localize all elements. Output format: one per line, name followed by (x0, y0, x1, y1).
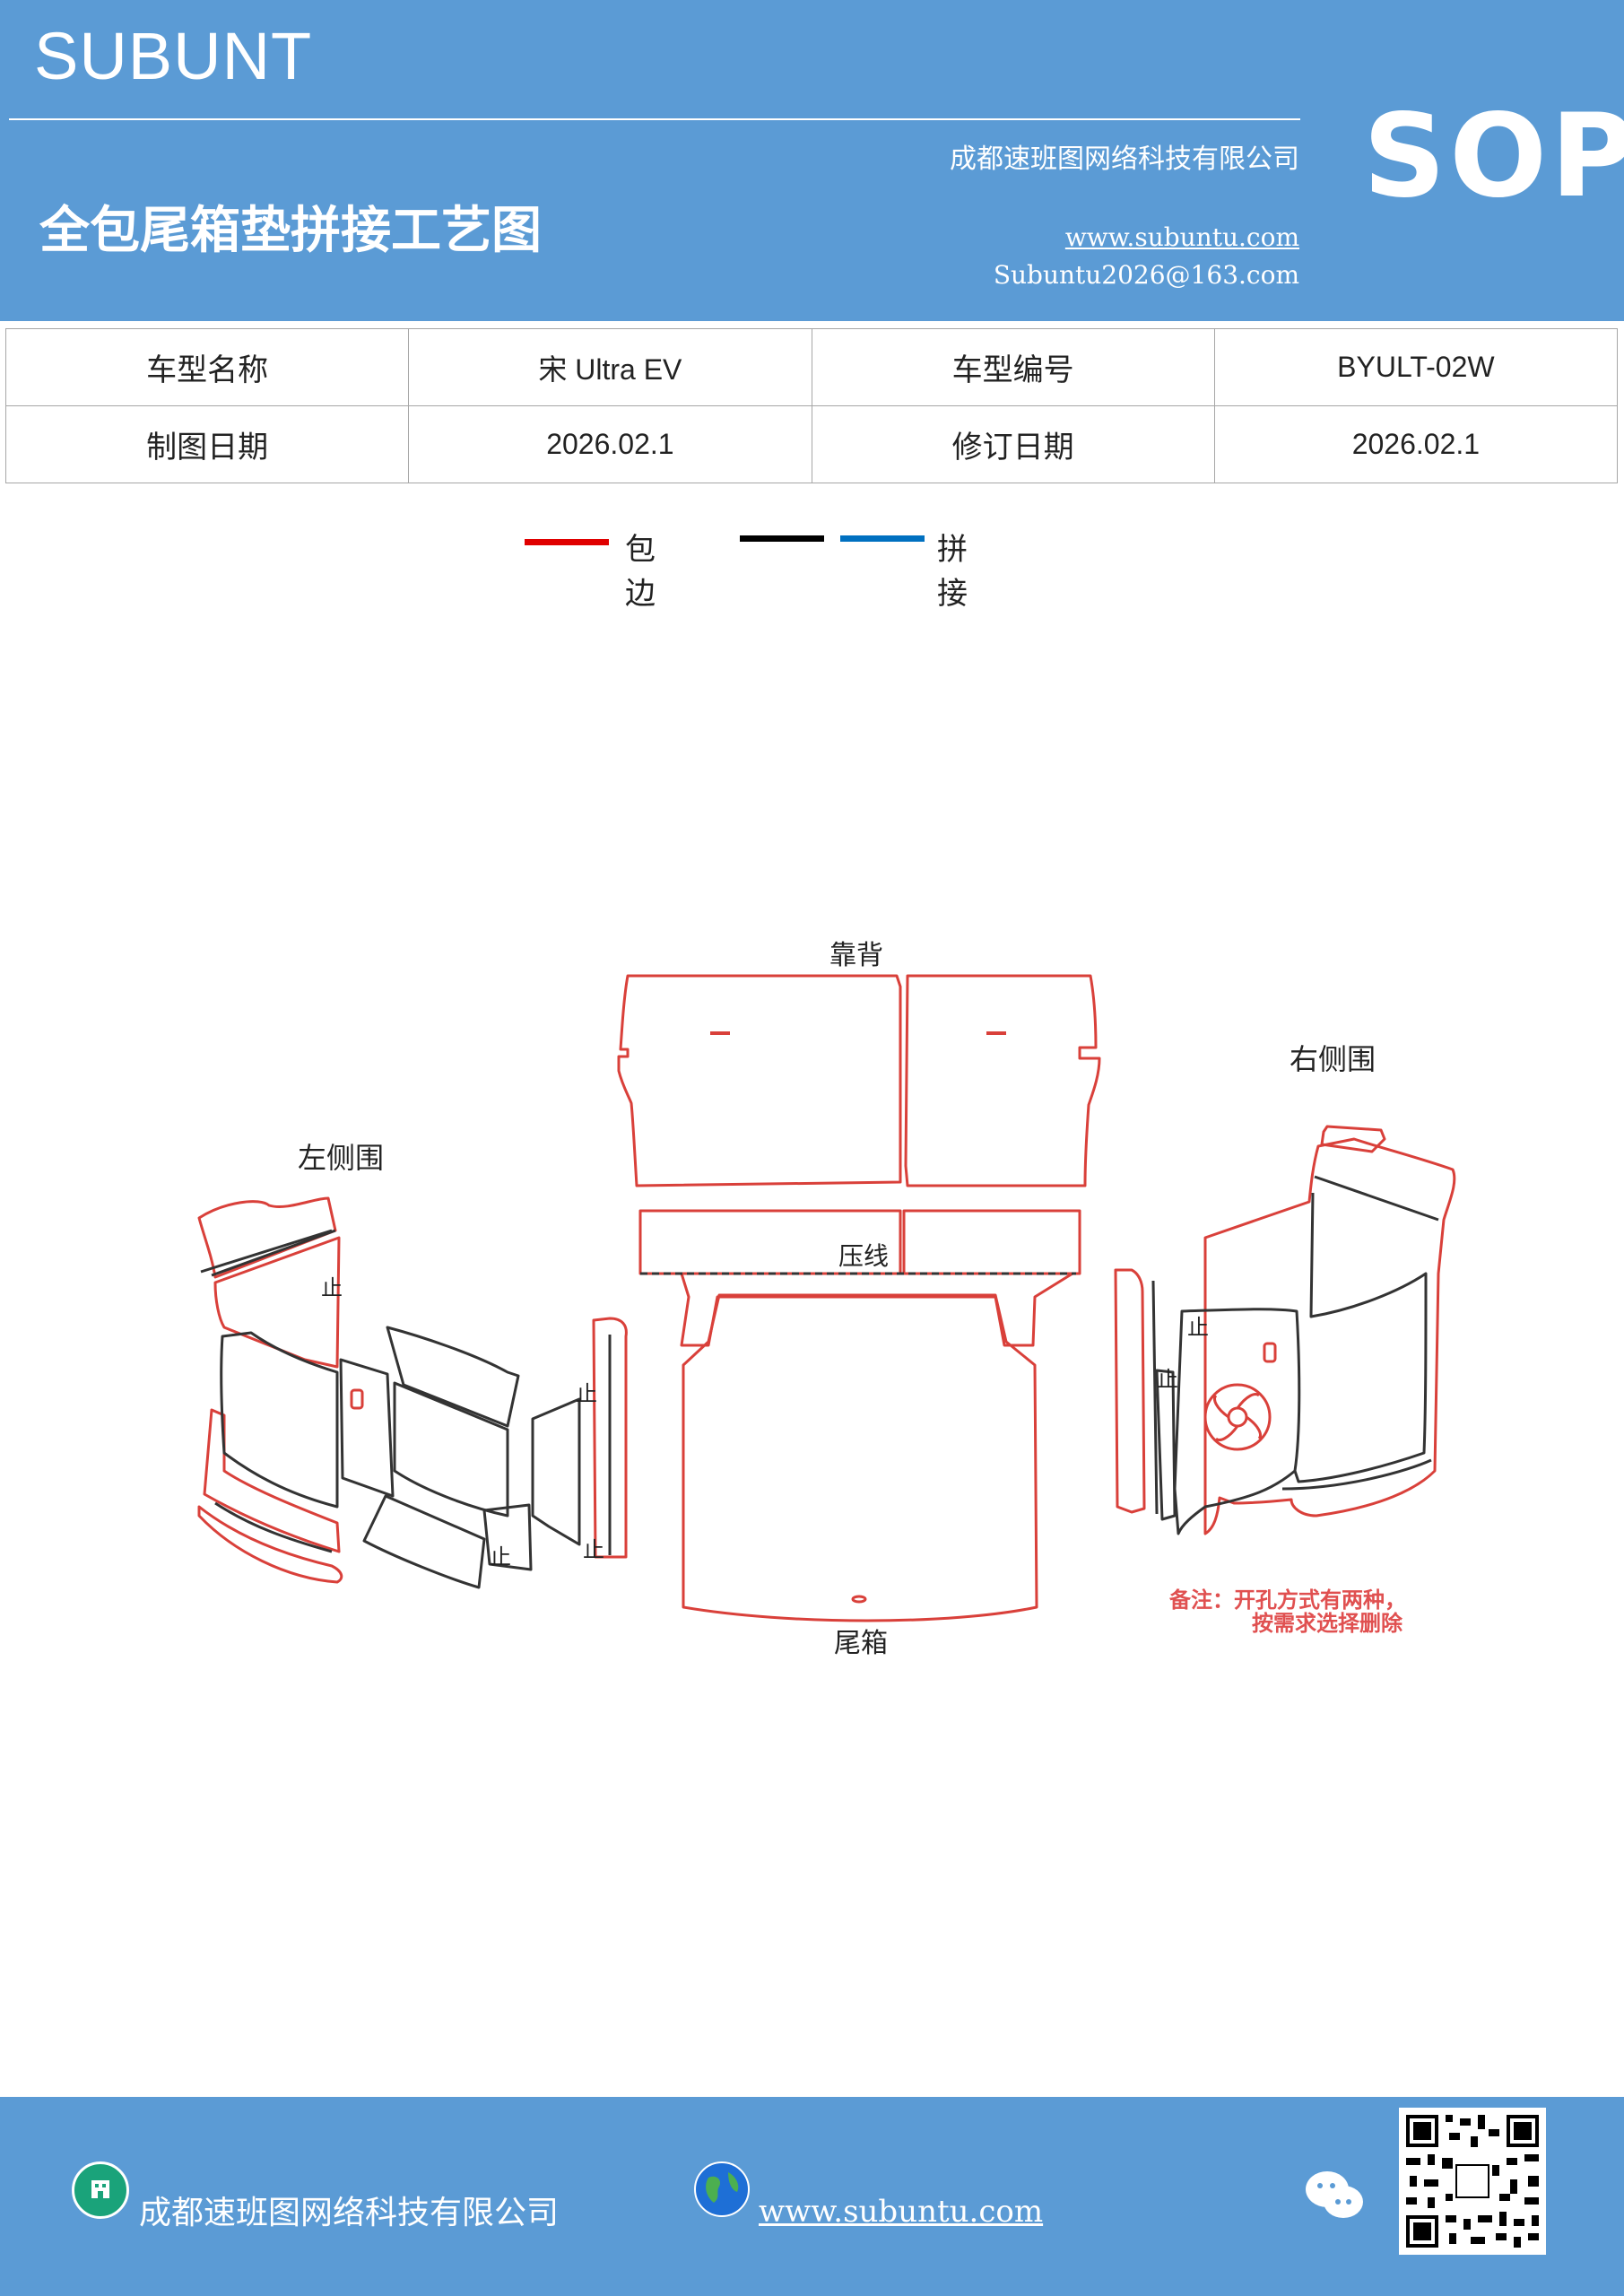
table-cell: 车型名称 (4, 328, 410, 406)
qr-code[interactable] (1399, 2108, 1546, 2255)
right-inner-2 (1173, 1308, 1301, 1535)
legend-line-edge (525, 539, 609, 545)
backrest-left-panel (617, 974, 902, 1187)
stop-mark: 止 (321, 1275, 343, 1300)
left-seam-strip (214, 1501, 333, 1553)
left-seam-panel (220, 1331, 339, 1509)
cutting-diagram: 靠背 压线 尾箱 左侧围 右侧围 止 止 止 止 止 止 备注：开孔方式有两种，… (197, 940, 1456, 1659)
wechat-icon[interactable] (1302, 2166, 1367, 2223)
footer-website-link[interactable]: www.subuntu.com (759, 2194, 1044, 2230)
table-cell: 修订日期 (811, 405, 1215, 483)
left-middle-main (393, 1381, 509, 1518)
note-line-2: 按需求选择删除 (1252, 1611, 1403, 1636)
label-trunk: 尾箱 (834, 1628, 888, 1659)
left-side-top (197, 1196, 337, 1279)
left-side-main (213, 1236, 341, 1369)
trunk-floor-panel (680, 1272, 1074, 1347)
trunk-main-panel (682, 1293, 1038, 1622)
page-title: 全包尾箱垫拼接工艺图 (39, 202, 542, 260)
stop-mark: 止 (1187, 1315, 1209, 1340)
sop-label: SOP (1363, 90, 1624, 223)
left-side-lower (203, 1408, 341, 1553)
fan-emblem (1213, 1393, 1262, 1441)
stop-mark: 止 (490, 1544, 511, 1570)
left-middle-top (386, 1326, 520, 1428)
label-left-side: 左侧围 (298, 1141, 384, 1175)
right-side-main (1203, 1137, 1456, 1535)
note-line-1: 备注：开孔方式有两种， (1168, 1587, 1406, 1613)
header-email[interactable]: Subuntu2026@163.com (993, 260, 1299, 290)
table-cell: 车型编号 (811, 328, 1215, 406)
right-inner-1 (1155, 1369, 1177, 1521)
table-cell: 宋 Ultra EV (408, 328, 812, 406)
header-banner: SUBUNT 全包尾箱垫拼接工艺图 成都速班图网络科技有限公司 www.subu… (0, 0, 1624, 321)
label-backrest: 靠背 (829, 940, 883, 971)
footer-company: 成都速班图网络科技有限公司 (139, 2195, 560, 2231)
stop-mark: 止 (1157, 1367, 1178, 1392)
backrest-right-panel (904, 974, 1101, 1187)
left-small-piece (531, 1397, 581, 1546)
table-row: 车型名称 宋 Ultra EV 车型编号 BYULT-02W (4, 328, 1619, 406)
left-clip (482, 1503, 533, 1571)
legend-label-seam: 拼接 (937, 532, 968, 612)
label-press-line: 压线 (838, 1241, 889, 1271)
header-divider (9, 118, 1300, 120)
legend-line-black (740, 535, 824, 542)
table-cell: 2026.02.1 (408, 405, 812, 483)
left-seam-1 (211, 1229, 336, 1277)
right-pillar-seam (1151, 1280, 1159, 1515)
left-middle-piece (339, 1358, 395, 1498)
label-right-side: 右侧围 (1290, 1042, 1376, 1076)
building-icon (72, 2161, 129, 2219)
left-side-bottom (197, 1505, 343, 1584)
header-company: 成都速班图网络科技有限公司 (950, 144, 1299, 175)
right-bottom-seam (1281, 1458, 1432, 1491)
globe-icon (694, 2161, 750, 2217)
table-cell: 2026.02.1 (1213, 405, 1619, 483)
brand-name: SUBUNT (34, 19, 313, 93)
table-cell: BYULT-02W (1213, 328, 1619, 406)
left-pillar (592, 1317, 628, 1559)
legend-line-seam (840, 535, 925, 542)
left-bottom-piece (362, 1494, 486, 1589)
info-table: 车型名称 宋 Ultra EV 车型编号 BYULT-02W 制图日期 2026… (4, 328, 1619, 483)
right-main-seam (1293, 1192, 1428, 1483)
table-cell: 制图日期 (4, 405, 410, 483)
header-website-link[interactable]: www.subuntu.com (1064, 222, 1299, 252)
stop-mark: 止 (583, 1537, 604, 1562)
stop-mark: 止 (576, 1381, 597, 1406)
table-row: 制图日期 2026.02.1 修订日期 2026.02.1 (4, 405, 1619, 483)
right-side-pillar (1114, 1268, 1146, 1514)
legend-label-edge: 包边 (625, 532, 656, 612)
press-line-strip-right (902, 1209, 1081, 1275)
